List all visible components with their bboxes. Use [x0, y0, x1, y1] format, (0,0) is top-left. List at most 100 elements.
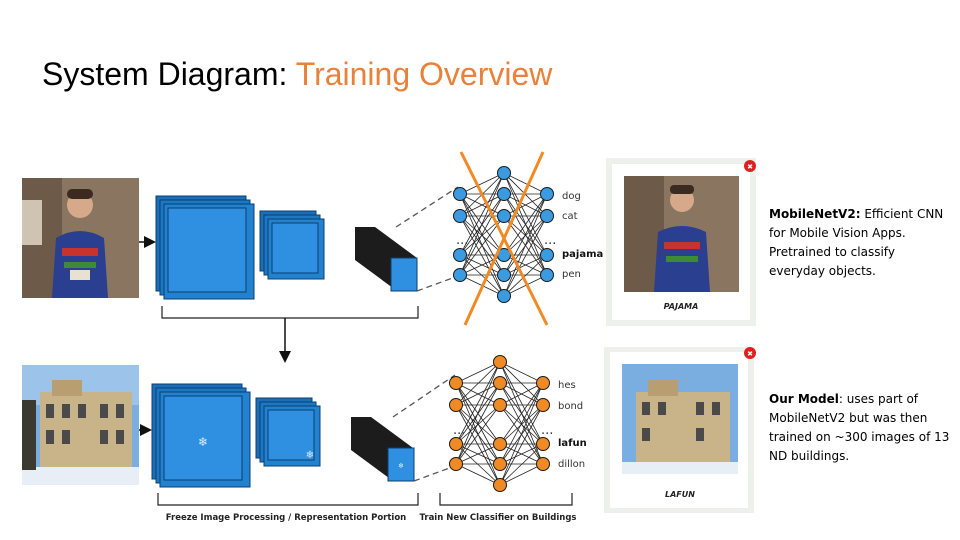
output-label-pajama: pajama [562, 249, 603, 260]
network-node [493, 457, 507, 471]
close-icon-bottom: ✖ [747, 350, 753, 358]
feature-stack-small-2 [351, 417, 415, 482]
page-title: System Diagram: Training Overview [42, 56, 552, 93]
feature-stack-large-1 [155, 195, 255, 300]
feature-stack-small-1 [355, 227, 418, 292]
network-edge [503, 254, 548, 297]
network-edge [499, 404, 544, 445]
network-node [536, 437, 550, 451]
network-edge [499, 361, 544, 406]
network-edge [455, 361, 501, 406]
network-edge [503, 193, 548, 276]
network-edge [499, 443, 544, 486]
network-edge [455, 443, 501, 465]
mobilenet-description-bold: MobileNetV2: [769, 207, 861, 221]
network-edge [503, 172, 548, 256]
network-node [449, 398, 463, 412]
network-edge [499, 404, 544, 486]
ellipsis-right-2: ... [541, 423, 553, 438]
network-node [536, 376, 550, 390]
network-edge [459, 172, 505, 195]
ellipsis-left-2: ... [453, 423, 465, 438]
pretrained-classifier-network [453, 166, 554, 303]
network-node [497, 166, 511, 180]
output-label-dog: dog [562, 191, 581, 202]
caption-train: Train New Classifier on Buildings [420, 513, 577, 523]
output-label-dillon: dillon [558, 459, 585, 470]
network-edge [503, 274, 548, 297]
output-label-pen: pen [562, 269, 581, 280]
building-classifier-network [449, 355, 550, 492]
network-node [540, 248, 554, 262]
network-node [453, 248, 467, 262]
network-edge [455, 404, 501, 486]
close-badge-bottom[interactable] [744, 347, 756, 359]
person-photo [22, 178, 139, 298]
network-edge [455, 361, 501, 465]
polaroid-label-lafun: LAFUN [665, 490, 695, 499]
our-model-description-bold: Our Model [769, 392, 839, 406]
network-edge [499, 361, 544, 384]
network-node [453, 268, 467, 282]
network-node [540, 209, 554, 223]
network-node [453, 187, 467, 201]
network-edge [459, 193, 505, 217]
network-edge [455, 361, 501, 384]
network-edge [499, 382, 544, 406]
output-label-hes: hes [558, 380, 576, 391]
network-edge [503, 172, 548, 217]
mobilenet-description: MobileNetV2: Efficient CNN for Mobile Vi… [769, 205, 954, 281]
network-edge [499, 463, 544, 486]
frozen-icon-3: ❄ [398, 462, 404, 470]
network-edge [503, 215, 548, 256]
network-node [540, 268, 554, 282]
our-model-description-text: : uses part of MobileNetV2 but was then … [769, 392, 950, 463]
feature-stack-medium-2 [255, 397, 321, 467]
polaroid-card-pajama: PAJAMA [606, 158, 756, 326]
network-edge [503, 193, 548, 217]
network-edge [459, 172, 505, 256]
cross-out-mark [459, 151, 549, 326]
network-node [536, 457, 550, 471]
network-node [497, 268, 511, 282]
network-node [536, 398, 550, 412]
network-node [449, 457, 463, 471]
network-node [493, 376, 507, 390]
frozen-icon-1: ❄ [198, 435, 208, 449]
polaroid-card-lafun: LAFUN [604, 347, 754, 513]
output-label-lafun: lafun [558, 438, 587, 449]
ellipsis-left-1: ... [456, 233, 468, 248]
network-edge [503, 215, 548, 297]
network-edge [455, 463, 501, 486]
network-node [497, 209, 511, 223]
feature-stack-medium-1 [259, 210, 325, 280]
network-edge [499, 382, 544, 465]
network-edge [459, 172, 505, 276]
network-node [493, 437, 507, 451]
network-edge [499, 361, 544, 445]
title-accent: Training Overview [295, 56, 553, 92]
ellipsis-right-1: ... [544, 233, 556, 248]
output-label-bond: bond [558, 401, 583, 412]
network-edge [499, 443, 544, 465]
title-prefix: System Diagram: [42, 56, 296, 92]
network-edge [455, 404, 501, 445]
network-node [449, 437, 463, 451]
network-edge [503, 193, 548, 256]
feature-stack-large-2 [151, 383, 251, 488]
network-node [497, 289, 511, 303]
network-edge [455, 382, 501, 465]
network-edge [455, 361, 501, 445]
network-edge [503, 193, 548, 297]
network-edge [503, 172, 548, 195]
network-node [493, 398, 507, 412]
close-badge-top[interactable] [744, 160, 756, 172]
our-model-description: Our Model: uses part of MobileNetV2 but … [769, 390, 954, 466]
network-edge [459, 193, 505, 276]
network-edge [499, 382, 544, 445]
caption-freeze: Freeze Image Processing / Representation… [166, 513, 406, 523]
network-edge [499, 382, 544, 486]
output-label-cat: cat [562, 211, 578, 222]
mobilenet-description-text: Efficient CNN for Mobile Vision Apps. Pr… [769, 207, 944, 278]
